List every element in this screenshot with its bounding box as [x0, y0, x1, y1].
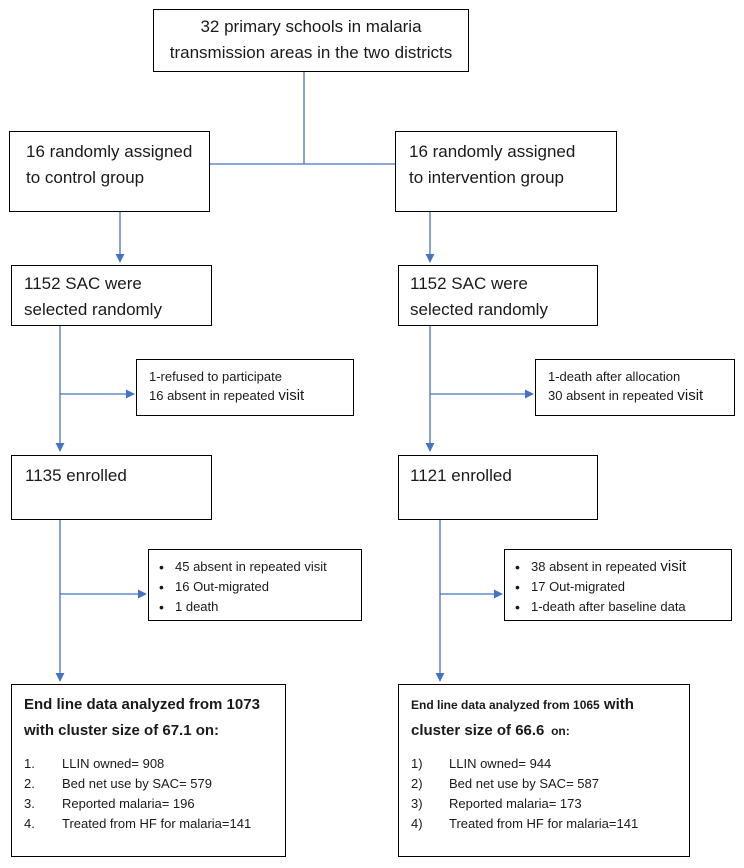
control-analysis-cluster: with cluster size of 67.1	[24, 722, 192, 739]
control-enrolled-text: 1135 enrolled	[25, 466, 127, 485]
intervention-exclusion-1-text: 30 absent in repeated	[548, 388, 678, 403]
control-exclusion-1-text: 16 absent in repeated	[149, 388, 279, 403]
control-allocation-box: 16 randomly assigned to control group	[9, 131, 210, 212]
control-exclusion-2-item-2: 16 Out-migrated	[153, 577, 361, 597]
intervention-result-4-text: Treated from HF for malaria=141	[449, 816, 639, 831]
control-exclusion-2-list: 45 absent in repeated visit 16 Out-migra…	[153, 557, 361, 617]
intervention-exclusion-2-list: 38 absent in repeated visit 17 Out-migra…	[509, 557, 731, 617]
control-exclusion-box-2: 45 absent in repeated visit 16 Out-migra…	[148, 549, 362, 621]
intervention-selection-box: 1152 SAC were selected randomly	[398, 265, 598, 326]
intervention-result-3-text: Reported malaria= 173	[449, 796, 582, 811]
intervention-exclusion-2-item-1-visit: visit	[660, 558, 687, 575]
control-result-4-text: Treated from HF for malaria=141	[62, 816, 252, 831]
intervention-analysis-from: End line data analyzed from 1065	[411, 698, 600, 712]
top-line-1: 32 primary schools in malaria	[200, 17, 422, 36]
control-allocation-line-1: 16 randomly assigned	[26, 142, 193, 161]
intervention-exclusion-box-2: 38 absent in repeated visit 17 Out-migra…	[504, 549, 732, 621]
control-exclusion-box-1: 1-refused to participate 16 absent in re…	[136, 359, 354, 416]
intervention-result-3: 3) Reported malaria= 173	[411, 794, 689, 814]
control-analysis-title-line-1: End line data analyzed from 1073	[24, 696, 260, 713]
control-exclusion-1-line-1: 1-refused to participate	[149, 369, 282, 384]
control-result-2: 2. Bed net use by SAC= 579	[24, 774, 285, 794]
intervention-analysis-title-line-2: cluster size of 66.6 on:	[411, 718, 689, 744]
top-line-2: transmission areas in the two districts	[169, 43, 453, 62]
intervention-exclusion-2-item-2: 17 Out-migrated	[509, 577, 731, 597]
intervention-analysis-cluster: cluster size of 66.6	[411, 722, 545, 739]
control-result-3-text: Reported malaria= 196	[62, 796, 195, 811]
control-result-4-num: 4.	[24, 816, 35, 831]
intervention-analysis-box: End line data analyzed from 1065 with cl…	[398, 684, 690, 857]
control-selection-line-1: 1152 SAC were	[24, 274, 142, 293]
control-result-1-num: 1.	[24, 756, 35, 771]
intervention-result-4: 4) Treated from HF for malaria=141	[411, 814, 689, 834]
control-result-1-text: LLIN owned= 908	[62, 756, 165, 771]
control-analysis-title-line-2: with cluster size of 67.1 on:	[24, 718, 285, 744]
intervention-enrolled-text: 1121 enrolled	[410, 466, 512, 485]
intervention-result-3-num: 3)	[411, 796, 423, 811]
control-result-3: 3. Reported malaria= 196	[24, 794, 285, 814]
intervention-exclusion-2-item-1: 38 absent in repeated visit	[509, 557, 731, 577]
intervention-analysis-title: End line data analyzed from 1065 with cl…	[411, 692, 689, 744]
control-analysis-box: End line data analyzed from 1073 with cl…	[11, 684, 286, 857]
intervention-allocation-box: 16 randomly assigned to intervention gro…	[395, 131, 617, 212]
intervention-result-4-num: 4)	[411, 816, 423, 831]
control-analysis-title: End line data analyzed from 1073 with cl…	[24, 692, 285, 744]
intervention-analysis-title-line-1: End line data analyzed from 1065 with	[411, 692, 689, 718]
intervention-selection-line-1: 1152 SAC were	[410, 274, 528, 293]
intervention-exclusion-2-item-3: 1-death after baseline data	[509, 597, 731, 617]
intervention-analysis-on: on:	[544, 724, 570, 738]
control-selection-line-2: selected randomly	[24, 300, 162, 319]
intervention-exclusion-box-1: 1-death after allocation 30 absent in re…	[535, 359, 735, 416]
intervention-result-1-num: 1)	[411, 756, 423, 771]
intervention-result-2-text: Bed net use by SAC= 587	[449, 776, 599, 791]
control-analysis-on: on:	[191, 722, 220, 739]
intervention-selection-line-2: selected randomly	[410, 300, 548, 319]
control-exclusion-1-line-2: 16 absent in repeated visit	[149, 386, 353, 405]
control-exclusion-2-item-3: 1 death	[153, 597, 361, 617]
control-result-2-num: 2.	[24, 776, 35, 791]
control-result-1: 1. LLIN owned= 908	[24, 754, 285, 774]
intervention-exclusion-1-line-2: 30 absent in repeated visit	[548, 386, 734, 405]
control-exclusion-2-item-1: 45 absent in repeated visit	[153, 557, 361, 577]
control-result-3-num: 3.	[24, 796, 35, 811]
intervention-exclusion-1-visit: visit	[677, 387, 704, 404]
intervention-result-2: 2) Bed net use by SAC= 587	[411, 774, 689, 794]
control-allocation-line-2: to control group	[26, 168, 145, 187]
top-schools-box: 32 primary schools in malaria transmissi…	[153, 9, 469, 72]
control-exclusion-1-visit: visit	[278, 387, 305, 404]
intervention-analysis-with: with	[599, 696, 634, 713]
control-enrolled-box: 1135 enrolled	[11, 455, 212, 520]
control-result-4: 4. Treated from HF for malaria=141	[24, 814, 285, 834]
control-results-list: 1. LLIN owned= 908 2. Bed net use by SAC= …	[24, 754, 285, 834]
intervention-exclusion-2-item-1-text: 38 absent in repeated	[531, 559, 661, 574]
control-result-2-text: Bed net use by SAC= 579	[62, 776, 212, 791]
intervention-results-list: 1) LLIN owned= 944 2) Bed net use by SAC= …	[411, 754, 689, 834]
control-selection-box: 1152 SAC were selected randomly	[11, 265, 212, 326]
intervention-allocation-line-1: 16 randomly assigned	[409, 142, 576, 161]
intervention-result-1: 1) LLIN owned= 944	[411, 754, 689, 774]
intervention-enrolled-box: 1121 enrolled	[398, 455, 598, 520]
intervention-result-1-text: LLIN owned= 944	[449, 756, 552, 771]
intervention-result-2-num: 2)	[411, 776, 423, 791]
intervention-allocation-line-2: to intervention group	[409, 168, 564, 187]
intervention-exclusion-1-line-1: 1-death after allocation	[548, 369, 681, 384]
